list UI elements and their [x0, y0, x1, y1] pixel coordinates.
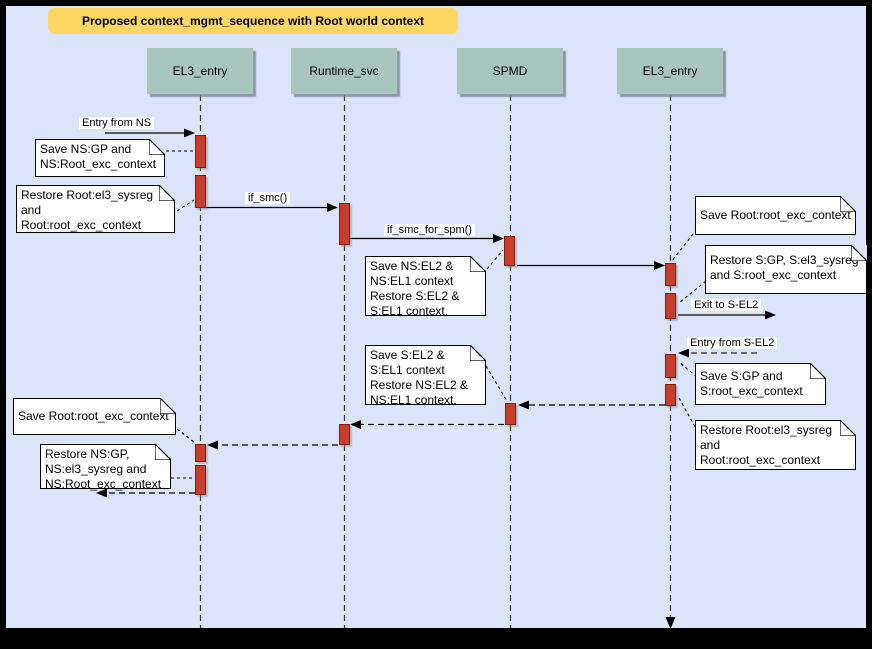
note-save-s-gp: Save S:GP and S:root_exc_context	[695, 363, 826, 405]
note-restore-s-gp: Restore S:GP, S:el3_sysreg and S:root_ex…	[705, 245, 867, 294]
note-fold-icon	[840, 420, 856, 436]
note-save-root-exc-left: Save Root:root_exc_context	[13, 398, 176, 435]
note7-connector	[678, 397, 699, 433]
note-fold-icon	[160, 398, 176, 414]
msg-label-entry-from-ns: Entry from NS	[79, 117, 155, 129]
activation-bar	[504, 236, 515, 266]
activation-bar	[195, 444, 206, 462]
note6-connector	[678, 361, 698, 378]
msg-label-entry-from-sel2: Entry from S-EL2	[687, 337, 778, 349]
activation-bar	[505, 403, 516, 425]
note3-connector	[486, 249, 504, 270]
note2-connector	[176, 199, 195, 212]
diagram-canvas	[6, 6, 866, 628]
activation-bar	[195, 175, 206, 208]
note8-connector	[485, 365, 508, 402]
msg-entry-from-sel2-arrow-icon	[678, 348, 689, 358]
diagram-title: Proposed context_mgmt_sequence with Root…	[48, 8, 458, 34]
activation-bar	[665, 293, 676, 319]
lifeline-header-spmd: SPMD	[457, 48, 563, 94]
note-fold-icon	[149, 139, 165, 155]
msg-return-el3-to-spmd-arrow-icon	[518, 400, 529, 410]
msg-return-to-ns-arrow-icon	[96, 488, 107, 498]
note-fold-icon	[159, 185, 175, 201]
lifeline-header-el3-entry-left: EL3_entry	[147, 48, 253, 94]
note-save-root-exc-right: Save Root:root_exc_context	[695, 196, 856, 235]
note-restore-ns-gp: Restore NS:GP, NS:el3_sysreg and NS:Root…	[40, 444, 171, 491]
activation-bar	[339, 424, 350, 445]
activation-bar	[665, 263, 676, 286]
msg-if-smc-for-spm-arrow-icon	[493, 234, 504, 243]
note-fold-icon	[851, 245, 867, 261]
note-restore-root-el3-sysreg-left: Restore Root:el3_sysreg and Root:root_ex…	[16, 185, 175, 233]
note4-connector	[670, 228, 698, 263]
note-fold-icon	[155, 444, 171, 460]
msg-if-smc-arrow-icon	[327, 203, 338, 212]
activation-bar	[665, 354, 676, 378]
msg-label-if-smc-for-spm: if_smc_for_spm()	[384, 224, 475, 236]
activation-bar	[665, 384, 676, 406]
note9-connector	[176, 428, 195, 443]
activation-bar	[195, 465, 206, 495]
lifeline-header-runtime-svc: Runtime_svc	[291, 48, 397, 94]
msg-entry-from-ns-arrow-icon	[184, 128, 195, 138]
msg-spmd-to-el3-arrow-icon	[654, 261, 665, 270]
note-save-ns-gp: Save NS:GP and NS:Root_exc_context	[35, 139, 165, 177]
msg-label-exit-to-sel2: Exit to S-EL2	[691, 299, 762, 311]
note-save-ns-el2-restore-s: Save NS:EL2 & NS:EL1 context Restore S:E…	[365, 256, 486, 318]
msg-return-runtime-to-el3-arrow-icon	[207, 440, 218, 450]
msg-exit-to-sel2-arrow-icon	[765, 310, 776, 320]
note-fold-icon	[470, 345, 486, 361]
note-restore-root-el3-sysreg-right: Restore Root:el3_sysreg and Root:root_ex…	[695, 420, 856, 470]
lifeline-end-arrow-icon	[665, 617, 676, 629]
activation-bar	[195, 135, 206, 168]
msg-label-if-smc: if_smc()	[245, 192, 291, 204]
note-fold-icon	[470, 256, 486, 272]
msg-return-spmd-to-runtime-arrow-icon	[350, 420, 361, 429]
note-save-s-el2-restore-ns: Save S:EL2 & S:EL1 context Restore NS:EL…	[365, 345, 486, 407]
note-fold-icon	[810, 363, 826, 379]
activation-bar	[339, 203, 350, 245]
lifeline-header-el3-entry-right: EL3_entry	[617, 48, 723, 94]
note-fold-icon	[840, 196, 856, 212]
